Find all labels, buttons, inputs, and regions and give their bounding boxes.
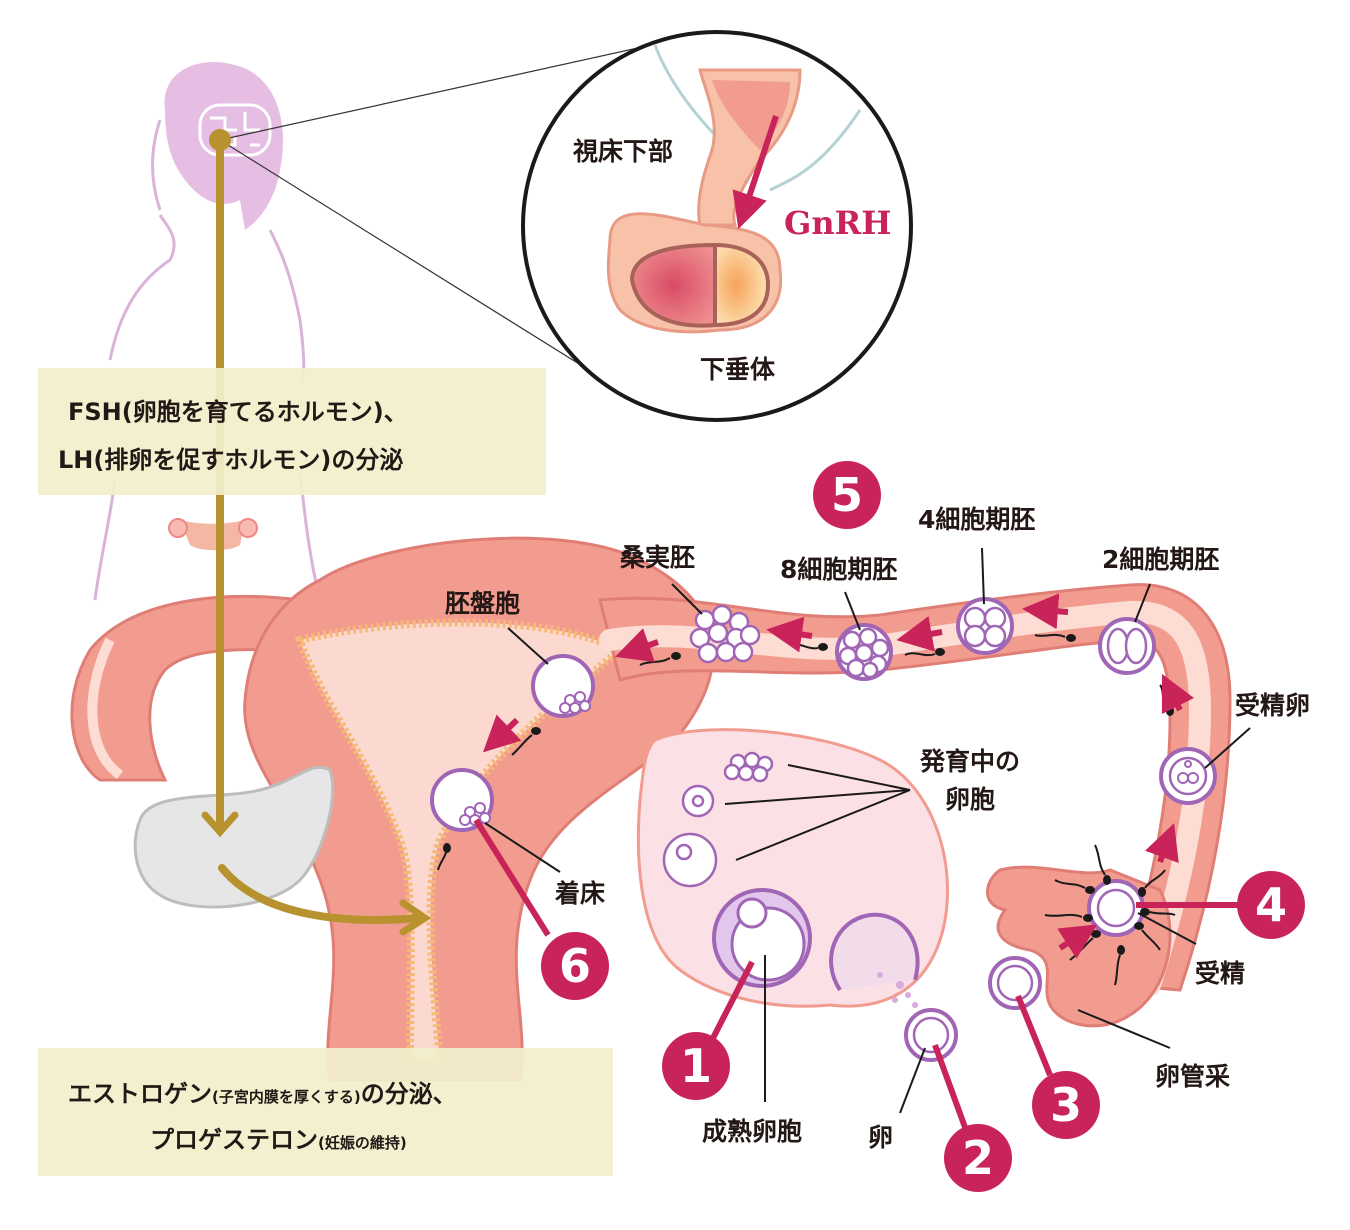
blastocyst-cell [531, 654, 595, 718]
label-four-cell: 4細胞期胚 [918, 505, 1035, 534]
fertilized-egg-cell [1159, 747, 1217, 805]
brain-icon [198, 103, 272, 157]
label-gnrh: GnRH [784, 204, 891, 242]
label-fertilized-egg: 受精卵 [1235, 691, 1310, 720]
zoom-line-bottom [219, 139, 593, 373]
badge-3: 3 [1032, 1071, 1100, 1139]
badge-5: 5 [813, 461, 881, 529]
label-fertilization: 受精 [1195, 959, 1245, 988]
label-developing-follicle-2: 卵胞 [945, 785, 995, 814]
svg-text:2: 2 [962, 1131, 994, 1185]
hormone-top-line1: FSH(卵胞を育てるホルモン)、 [68, 398, 408, 426]
captured-egg [988, 956, 1042, 1010]
small-uterus-icon [168, 518, 258, 551]
ovulating-follicle [829, 912, 920, 1008]
hormone-top-line2: LH(排卵を促すホルモン)の分泌 [58, 446, 403, 474]
direction-arrows [482, 593, 1195, 959]
zoom-line-top [219, 41, 666, 141]
developing-follicles [662, 751, 774, 888]
hormone-box-top: FSH(卵胞を育てるホルモン)、 LH(排卵を促すホルモン)の分泌 [38, 368, 546, 495]
badge-6: 6 [541, 932, 609, 1000]
svg-text:5: 5 [831, 468, 863, 522]
label-morula: 桑実胚 [620, 543, 695, 572]
badge-4: 4 [1237, 871, 1305, 939]
label-eight-cell: 8細胞期胚 [780, 555, 897, 584]
eight-cell-embryo [835, 623, 893, 681]
badge-2: 2 [944, 1124, 1012, 1192]
hormone-bottom-line1: エストロゲン(子宮内膜を厚くする)の分泌、 [68, 1080, 457, 1108]
two-cell-embryo [1098, 617, 1156, 675]
svg-text:4: 4 [1255, 878, 1287, 932]
morula-cell [689, 604, 761, 664]
label-egg: 卵 [868, 1123, 893, 1152]
cells [430, 597, 1217, 1062]
four-cell-embryo [956, 597, 1014, 655]
badge-connectors [473, 818, 1245, 1132]
label-blastocyst: 胚盤胞 [444, 589, 520, 618]
hormone-bottom-line2: プロゲステロン(妊娠の維持) [150, 1126, 407, 1154]
left-fallopian-tube [70, 595, 302, 782]
label-fimbria: 卵管采 [1155, 1062, 1230, 1091]
mature-follicle-cell [712, 888, 812, 988]
svg-text:6: 6 [559, 939, 591, 993]
gnrh-arrow [732, 115, 779, 230]
zoom-circle: 視床下部 GnRH 下垂体 [521, 30, 913, 422]
sperm-icons [437, 633, 1176, 986]
badge-1: 1 [662, 1032, 730, 1100]
label-two-cell: 2細胞期胚 [1102, 545, 1219, 574]
svg-text:3: 3 [1050, 1078, 1082, 1132]
released-egg [904, 1008, 958, 1062]
svg-text:1: 1 [680, 1039, 712, 1093]
label-mature-follicle: 成熟卵胞 [702, 1117, 802, 1146]
label-developing-follicle-1: 発育中の [919, 747, 1020, 776]
label-implantation: 着床 [554, 879, 605, 908]
label-pituitary: 下垂体 [700, 355, 776, 384]
hormone-box-bottom: エストロゲン(子宮内膜を厚くする)の分泌、 プロゲステロン(妊娠の維持) [38, 1048, 613, 1176]
leader-lines [484, 547, 1251, 1114]
label-hypothalamus: 視床下部 [573, 137, 673, 166]
hypothalamus-dot [209, 129, 231, 151]
bladder-shape [133, 765, 335, 909]
implanted-cell [430, 768, 494, 832]
